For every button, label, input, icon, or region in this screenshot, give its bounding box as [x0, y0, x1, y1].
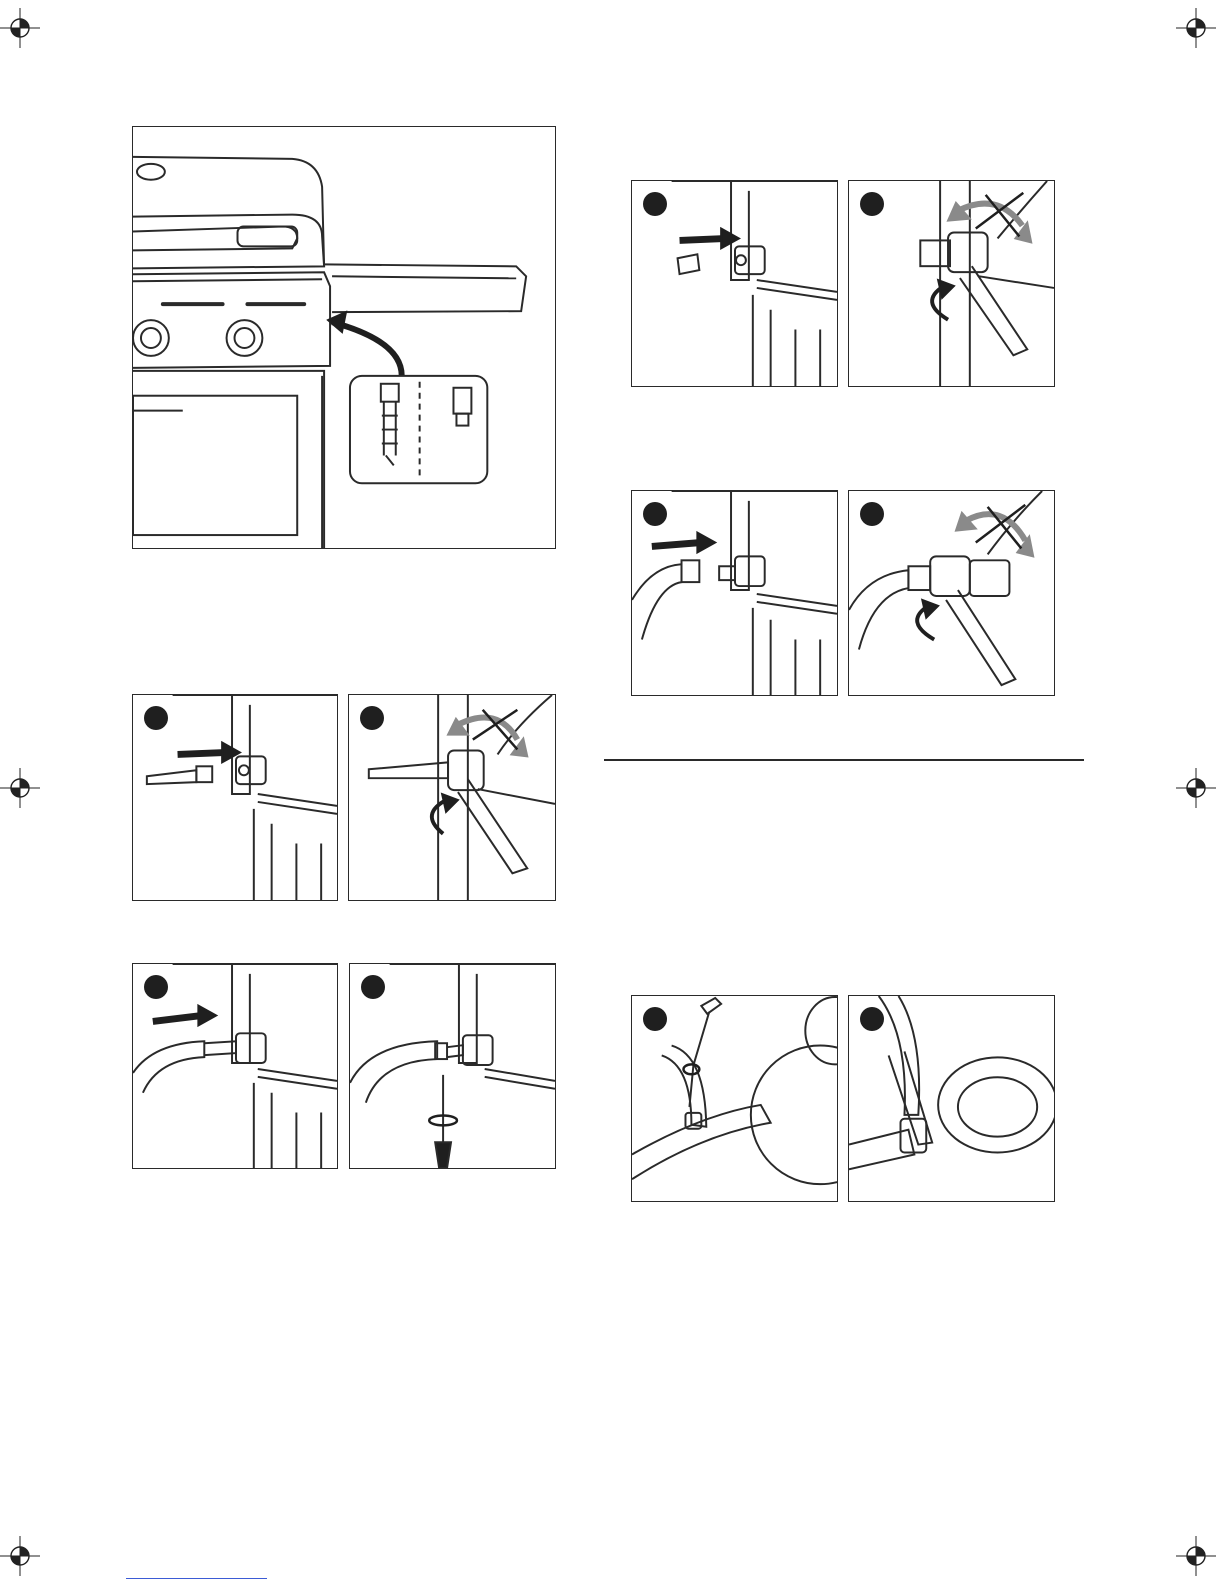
registration-mark-bottom-right [1176, 1536, 1216, 1576]
step-b1-hose-onto-nozzle [132, 963, 338, 1169]
registration-mark-top-right [1176, 8, 1216, 48]
grill-overview-illustration [132, 126, 556, 549]
registration-mark-mid-left [0, 768, 40, 808]
step-c2-wrench-tighten-adapter [848, 180, 1055, 387]
step-b2-hose-clamp-screwdriver [349, 963, 556, 1169]
footer-link-underline[interactable] [126, 1578, 267, 1579]
step-d1-threaded-hose-connect [631, 490, 838, 696]
step-c1-adapter-insert [631, 180, 838, 387]
step-e1-regulator-hose-clamp [631, 995, 838, 1202]
registration-mark-top-left [0, 8, 40, 48]
step-d2-wrench-tighten-hose [848, 490, 1055, 696]
step-a1-nozzle-insert [132, 694, 338, 901]
step-e2-regulator-wrench [848, 995, 1055, 1202]
section-divider [604, 759, 1084, 761]
step-a2-wrench-tighten [348, 694, 556, 901]
registration-mark-bottom-left [0, 1536, 40, 1576]
registration-mark-mid-right [1176, 768, 1216, 808]
